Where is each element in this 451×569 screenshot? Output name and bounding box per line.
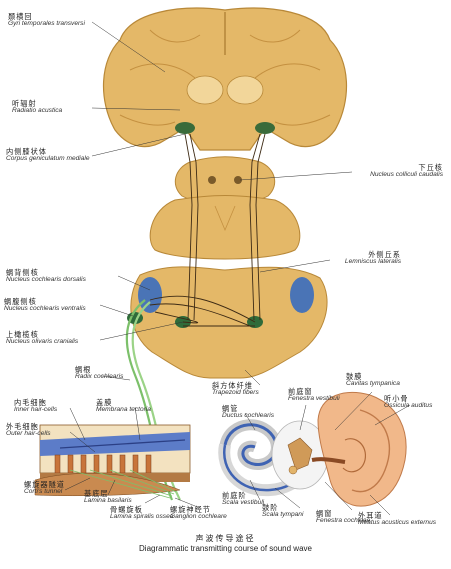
label-cavitas-tympanica-zh: 鼓膜 (346, 372, 363, 381)
label-ossicula-auditus-en: Ossicula auditus (384, 401, 433, 409)
label-fenestra-cochleae-en: Fenestra cochleae (316, 516, 371, 524)
label-scala-tympani-en: Scala tympani (262, 510, 304, 518)
label-nucleus-cochlearis-ventralis: 蜗腹侧核 Nucleus cochlearis ventralis (4, 298, 86, 312)
label-outer-hair-cells-en: Outer hair-cells (6, 429, 51, 437)
label-corpus-geniculatum: 内侧膝状体 Corpus geniculatum mediale (6, 148, 90, 162)
label-gyri-temporales: 颞横回 Gyri temporales transversi (8, 13, 85, 27)
label-radix-cochlearis: 蜗根 Radix cochlearis (75, 366, 123, 380)
label-fenestra-cochleae-zh: 蜗窗 (316, 509, 333, 518)
medulla-section (127, 266, 328, 379)
label-nucleus-olivaris-zh: 上橄榄核 (6, 330, 39, 339)
label-ductus-cochlearis-en: Ductus cochlearis (222, 411, 275, 419)
label-ganglion-cochleare-en: Ganglion cochleare (170, 512, 227, 520)
label-corpus-geniculatum-zh: 内侧膝状体 (6, 147, 47, 156)
label-fenestra-vestibuli-zh: 前庭窗 (288, 387, 313, 396)
label-fenestra-vestibuli: 前庭窗 Fenestra vestibuli (288, 388, 340, 402)
label-lemniscus-lateralis: 外侧丘系 Lemniscus lateralis (345, 251, 401, 265)
label-ossicula-auditus: 听小骨 Ossicula auditus (384, 395, 432, 409)
label-outer-hair-cells: 外毛细胞 Outer hair-cells (6, 423, 51, 437)
label-lemniscus-lateralis-zh: 外侧丘系 (368, 250, 401, 259)
label-nucleus-cochlearis-ventralis-zh: 蜗腹侧核 (4, 297, 37, 306)
figure-caption-zh: 声波传导途径 (195, 534, 256, 543)
label-cavitas-tympanica: 鼓膜 Cavitas tympanica (346, 373, 400, 387)
label-nucleus-cochlearis-dorsalis-zh: 蜗背侧核 (6, 268, 39, 277)
label-scala-vestibuli-zh: 前庭阶 (222, 491, 247, 500)
label-corpus-geniculatum-en: Corpus geniculatum mediale (6, 154, 90, 162)
label-membrana-tectoria-en: Membrana tectoria (96, 405, 151, 413)
label-nucleus-olivaris-en: Nucleus olivaris cranialis (6, 337, 79, 345)
label-radiatio-acustica-en: Radiatio acustica (12, 106, 63, 114)
label-trapezoid-fibers-zh: 斜方体纤维 (212, 381, 253, 390)
label-lamina-spiralis-en: Lamina spiralis ossea (110, 512, 174, 520)
pons-section (149, 195, 301, 260)
label-membrana-tectoria-zh: 盖膜 (96, 398, 113, 407)
label-lamina-spiralis: 骨螺旋板 Lamina spiralis ossea (110, 506, 173, 520)
label-outer-hair-cells-zh: 外毛细胞 (6, 422, 39, 431)
label-cortis-tunnel: 螺旋器隧道 Corti's tunnel (24, 481, 65, 495)
midbrain-section (174, 156, 276, 204)
figure-caption: 声波传导途径 Diagrammatic transmitting course … (0, 533, 451, 553)
label-scala-vestibuli: 前庭阶 Scala vestibuli (222, 492, 264, 506)
label-meatus-acusticus-zh: 外耳道 (358, 511, 383, 520)
label-ganglion-cochleare: 螺旋神经节 Ganglion cochleare (170, 506, 227, 520)
label-inner-hair-cells-en: Inner hair-cells (14, 405, 58, 413)
label-nucleus-cochlearis-dorsalis: 蜗背侧核 Nucleus cochlearis dorsalis (6, 269, 86, 283)
label-cortis-tunnel-zh: 螺旋器隧道 (24, 480, 65, 489)
label-nucleus-cochlearis-dorsalis-en: Nucleus cochlearis dorsalis (6, 275, 86, 283)
label-scala-tympani-zh: 鼓阶 (262, 503, 279, 512)
label-radix-cochlearis-en: Radix cochlearis (75, 372, 124, 380)
label-membrana-tectoria: 盖膜 Membrana tectoria (96, 399, 151, 413)
label-gyri-temporales-zh: 颞横回 (8, 12, 33, 21)
label-cavitas-tympanica-en: Cavitas tympanica (346, 379, 400, 387)
label-gyri-temporales-en: Gyri temporales transversi (8, 19, 85, 27)
cerebrum-section (102, 7, 348, 151)
organ-of-corti (34, 424, 191, 499)
auditory-tracts (149, 133, 266, 327)
label-inner-hair-cells-zh: 内毛细胞 (14, 398, 47, 407)
label-lemniscus-lateralis-en: Lemniscus lateralis (344, 257, 401, 265)
middle-ear (271, 420, 329, 490)
label-nucleus-olivaris: 上橄榄核 Nucleus olivaris cranialis (6, 331, 78, 345)
label-trapezoid-fibers: 斜方体纤维 Trapezoid fibers (212, 382, 259, 396)
label-scala-tympani: 鼓阶 Scala tympani (262, 504, 303, 518)
label-radiatio-acustica-zh: 听辐射 (12, 99, 37, 108)
label-nucleus-colliculi-zh: 下丘核 (418, 163, 443, 172)
label-nucleus-colliculi-en: Nucleus colliculi caudalis (370, 170, 443, 178)
label-nucleus-colliculi: 下丘核 Nucleus colliculi caudalis (370, 164, 443, 178)
label-radix-cochlearis-zh: 蜗根 (75, 365, 92, 374)
label-cortis-tunnel-en: Corti's tunnel (24, 487, 63, 495)
leader-lines (64, 21, 411, 516)
label-lamina-basilaris-en: Lamina basilaris (84, 496, 132, 504)
label-nucleus-cochlearis-ventralis-en: Nucleus cochlearis ventralis (4, 304, 86, 312)
label-ductus-cochlearis: 蜗管 Ductus cochlearis (222, 405, 274, 419)
label-lamina-spiralis-zh: 骨螺旋板 (110, 505, 143, 514)
label-fenestra-vestibuli-en: Fenestra vestibuli (288, 394, 340, 402)
label-inner-hair-cells: 内毛细胞 Inner hair-cells (14, 399, 57, 413)
label-ossicula-auditus-zh: 听小骨 (384, 394, 409, 403)
label-scala-vestibuli-en: Scala vestibuli (222, 498, 265, 506)
external-ear (311, 391, 407, 507)
label-ganglion-cochleare-zh: 螺旋神经节 (170, 505, 211, 514)
figure-caption-en: Diagrammatic transmitting course of soun… (139, 544, 312, 553)
label-ductus-cochlearis-zh: 蜗管 (222, 404, 239, 413)
label-lamina-basilaris-zh: 基底层 (84, 489, 109, 498)
label-lamina-basilaris: 基底层 Lamina basilaris (84, 490, 132, 504)
label-radiatio-acustica: 听辐射 Radiatio acustica (12, 100, 62, 114)
label-meatus-acusticus-en: Meatus acusticus externus (358, 518, 437, 526)
label-trapezoid-fibers-en: Trapezoid fibers (212, 388, 259, 396)
label-fenestra-cochleae: 蜗窗 Fenestra cochleae (316, 510, 370, 524)
label-meatus-acusticus: 外耳道 Meatus acusticus externus (358, 512, 436, 526)
